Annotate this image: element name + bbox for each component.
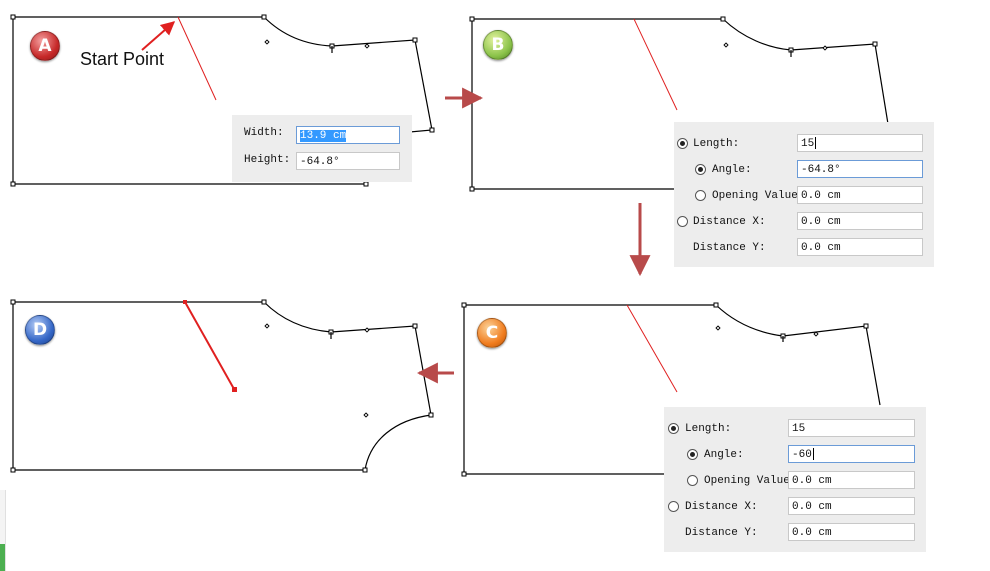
distance-x-input[interactable]: 0.0 cm	[797, 212, 923, 230]
angle-radio[interactable]	[695, 164, 706, 175]
angle-label: Angle:	[712, 164, 752, 176]
pattern-piece-d	[12, 301, 432, 471]
length-radio[interactable]	[668, 423, 679, 434]
step-badge-b: B	[483, 30, 513, 60]
distance-radio[interactable]	[677, 216, 688, 227]
guide-line-a	[177, 16, 217, 101]
opening-value-input[interactable]: 0.0 cm	[797, 186, 923, 204]
length-input[interactable]: 15	[797, 134, 923, 152]
pattern-piece-d-nodes	[10, 299, 434, 473]
distance-y-label: Distance Y:	[693, 242, 766, 254]
distance-radio[interactable]	[668, 501, 679, 512]
start-point-label: Start Point	[80, 49, 165, 69]
dimension-panel-a: Width: 13.9 cm Height: -64.8°	[232, 115, 412, 182]
dart-panel-c: Length: 15 Angle: -60 Opening Value: 0.0…	[664, 407, 926, 552]
start-point-arrow	[141, 21, 176, 51]
dart-start-node[interactable]	[183, 300, 187, 304]
opening-value-radio[interactable]	[687, 475, 698, 486]
distance-y-input[interactable]: 0.0 cm	[788, 523, 915, 541]
distance-x-label: Distance X:	[693, 216, 766, 228]
opening-value-radio[interactable]	[695, 190, 706, 201]
angle-radio[interactable]	[687, 449, 698, 460]
angle-label: Angle:	[704, 449, 744, 461]
left-edge-panel	[0, 490, 6, 571]
step-badge-d: D	[25, 315, 55, 345]
length-radio[interactable]	[677, 138, 688, 149]
angle-input[interactable]: -64.8°	[797, 160, 923, 178]
height-input[interactable]: -64.8°	[296, 152, 400, 170]
distance-x-input[interactable]: 0.0 cm	[788, 497, 915, 515]
length-label: Length:	[693, 138, 740, 150]
dart-panel-b: Length: 15 Angle: -64.8° Opening Value: …	[674, 122, 934, 267]
guide-line-c	[626, 304, 678, 393]
left-edge-indicator	[0, 544, 5, 571]
guide-line-b	[633, 18, 678, 111]
step-badge-a: A	[30, 31, 60, 61]
opening-value-label: Opening Value:	[704, 475, 797, 487]
length-label: Length:	[685, 423, 732, 435]
grain-markers	[264, 39, 828, 418]
height-label: Height:	[244, 154, 291, 166]
dart-end-node[interactable]	[232, 387, 237, 392]
length-input[interactable]: 15	[788, 419, 915, 437]
opening-value-input[interactable]: 0.0 cm	[788, 471, 915, 489]
distance-y-label: Distance Y:	[685, 527, 758, 539]
distance-x-label: Distance X:	[685, 501, 758, 513]
width-input[interactable]: 13.9 cm	[296, 126, 400, 144]
step-badge-c: C	[477, 318, 507, 348]
dart-line-d	[184, 301, 235, 390]
width-label: Width:	[244, 127, 284, 139]
notch-markers	[330, 46, 792, 342]
angle-input[interactable]: -60	[788, 445, 915, 463]
distance-y-input[interactable]: 0.0 cm	[797, 238, 923, 256]
opening-value-label: Opening Value:	[712, 190, 805, 202]
